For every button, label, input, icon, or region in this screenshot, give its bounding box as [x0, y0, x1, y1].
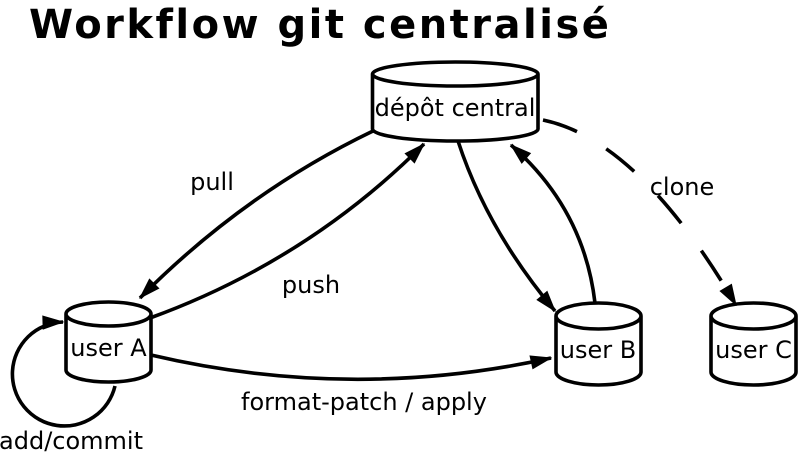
edge-label-pull: pull	[190, 168, 234, 196]
node-label-user-c: user C	[715, 336, 792, 364]
edge-label-clone: clone	[650, 173, 715, 201]
edge-label-format-patch-apply: format-patch / apply	[241, 388, 487, 416]
diagram-title: Workflow git centralisé	[29, 2, 611, 48]
edge-format-patch-apply: format-patch / apply	[150, 353, 551, 416]
clone-arrow	[542, 118, 738, 305]
cylinder-shape-user-a	[64, 300, 153, 384]
cylinder-shape-user-c	[709, 301, 798, 387]
edge-user-b-to-central	[511, 143, 597, 304]
user-b-to-central-arrow	[511, 143, 597, 304]
node-user-a: user A	[64, 300, 153, 384]
node-user-c: user C	[709, 301, 798, 387]
node-depot-central: dépôt central	[370, 60, 540, 143]
edge-add-commit-self-loop: add/commit	[0, 322, 143, 454]
cylinder-shape-user-b	[554, 301, 643, 387]
edge-label-add-commit: add/commit	[0, 427, 143, 454]
edge-central-to-user-b	[456, 140, 557, 311]
edge-push: push	[149, 142, 426, 320]
central-to-user-b-arrow	[456, 140, 557, 311]
edge-clone: clone	[542, 118, 738, 305]
node-label-user-a: user A	[70, 334, 147, 362]
push-arrow	[149, 142, 426, 320]
cylinder-shape-depot-central	[370, 60, 540, 143]
node-user-b: user B	[554, 301, 643, 387]
node-label-user-b: user B	[560, 336, 636, 364]
format-patch-apply-arrow	[150, 353, 551, 382]
edge-pull: pull	[138, 129, 374, 300]
pull-arrow	[138, 129, 374, 300]
node-label-depot-central: dépôt central	[375, 94, 536, 122]
edge-label-push: push	[282, 271, 340, 299]
add-commit-self-loop-arrow	[10, 322, 117, 428]
